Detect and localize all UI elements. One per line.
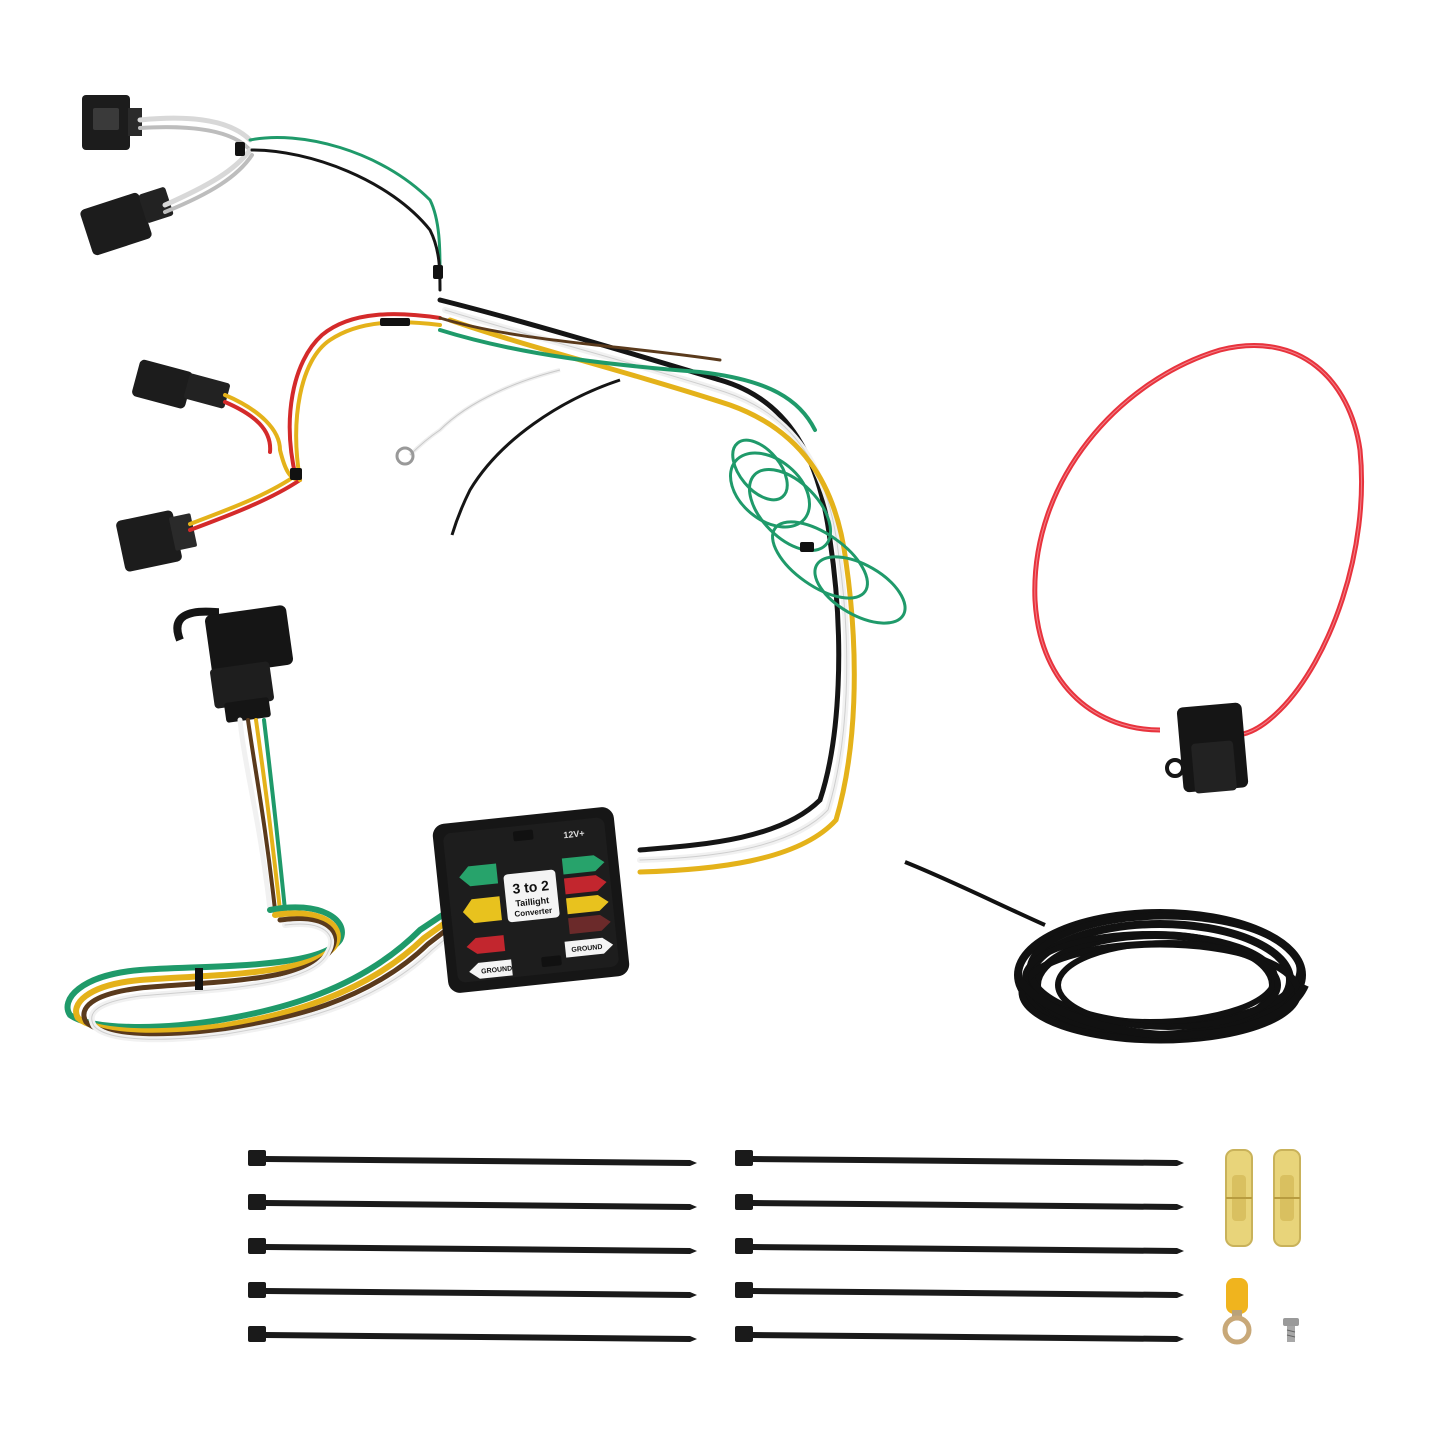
zip-tie: [735, 1150, 1184, 1166]
arrow-left-red: [466, 935, 506, 954]
converter-title-2: Taillight: [515, 895, 550, 908]
bundle-tie: [195, 968, 203, 990]
main-wire-bundle: [437, 297, 857, 875]
arrow-left-green: [459, 863, 499, 887]
ground-ring-wire: [395, 368, 561, 466]
arrow-left-ground-label: GROUND: [481, 965, 513, 975]
arrow-right-ground-label: GROUND: [571, 944, 603, 954]
arrow-right-red: [563, 875, 607, 895]
butt-connector-right: [1273, 1149, 1301, 1247]
zip-tie: [248, 1326, 697, 1342]
butt-connector-left: [1225, 1149, 1253, 1247]
zip-tie: [735, 1326, 1184, 1342]
arrow-right-ground: [564, 937, 614, 958]
fuse-wire-loop: [1032, 343, 1365, 738]
zip-tie: [248, 1238, 697, 1254]
arrow-right-brown: [568, 914, 611, 935]
mid-connector-wires: [188, 312, 442, 532]
converter-title-1: 3 to 2: [512, 877, 550, 897]
zip-tie: [248, 1194, 697, 1210]
self-tapping-screw: [1283, 1318, 1299, 1342]
zip-tie: [735, 1238, 1184, 1254]
harness-ties: [235, 142, 814, 552]
taillight-converter-box: 12V+ 3 to 2 Taillight Converter GROUND G…: [432, 807, 630, 993]
vehicle-connector-upper-mid: [80, 187, 174, 256]
loose-black-wire: [450, 378, 621, 536]
trailer-connector-wires: [237, 717, 287, 913]
zip-tie: [248, 1282, 697, 1298]
zip-ties-left-column: [248, 1150, 697, 1342]
inline-fuse-holder: [1165, 702, 1249, 794]
arrow-right-yellow: [566, 894, 609, 915]
zip-tie: [735, 1194, 1184, 1210]
vehicle-connector-lower-mid: [132, 359, 230, 409]
trailer-4way-connector: [173, 605, 293, 723]
ring-terminal: [1222, 1278, 1252, 1345]
arrow-right-green: [561, 855, 605, 875]
coiled-4wire-bundle: [64, 904, 459, 1043]
vehicle-connector-bottom: [116, 510, 197, 572]
arrow-left-ground: [469, 959, 513, 979]
converter-title-3: Converter: [514, 906, 553, 919]
coiled-green-wire: [729, 438, 907, 625]
vehicle-connector-top: [82, 95, 142, 150]
zip-tie: [248, 1150, 697, 1166]
top-connector-wires: [137, 115, 442, 292]
zip-tie: [735, 1282, 1184, 1298]
coiled-black-wire: [904, 860, 1309, 1044]
arrow-left-yellow: [462, 896, 502, 924]
converter-voltage: 12V+: [563, 828, 585, 840]
zip-ties-right-column: [735, 1150, 1184, 1342]
